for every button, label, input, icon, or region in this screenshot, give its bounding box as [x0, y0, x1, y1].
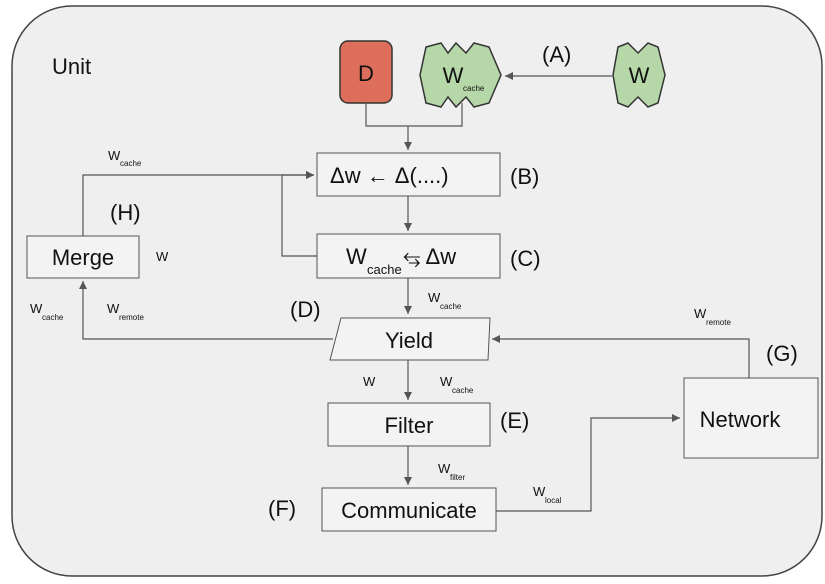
wfilter-label: W [438, 461, 451, 476]
step-label-a: (A) [542, 42, 571, 67]
update-node-w: W [346, 244, 367, 269]
wremote-right-sub: remote [706, 318, 731, 327]
w-external-node-label: W [629, 63, 650, 88]
step-label-d: (D) [290, 297, 321, 322]
wremote-left-label: W [107, 301, 120, 316]
compute-node [316, 152, 501, 197]
step-label-g: (G) [766, 341, 798, 366]
communicate-node [321, 487, 497, 532]
network-node-label: Network [700, 407, 782, 432]
d-node-label: D [358, 61, 374, 86]
wcache-filter-label: W [440, 374, 453, 389]
network-node [683, 377, 819, 459]
wfilter-sub: filter [450, 473, 465, 482]
w-filter-in-label: W [363, 374, 376, 389]
w-cache-node-label: W [443, 63, 464, 88]
yield-node [329, 317, 491, 361]
step-label-b: (B) [510, 164, 539, 189]
merge-node-label: Merge [52, 245, 114, 270]
merge-w-label: W [156, 249, 169, 264]
edge-merge-to-b [82, 171, 314, 236]
unit-title: Unit [52, 54, 91, 79]
step-label-f: (F) [268, 496, 296, 521]
compute-node-label: Δw ← Δ(....) [330, 163, 449, 188]
update-node-rest: ⥃ Δw [403, 244, 456, 269]
edge-d-to-b [365, 103, 463, 127]
wcache-left-sub: cache [42, 313, 64, 322]
edge-communicate-to-network [496, 414, 680, 512]
wremote-left-sub: remote [119, 313, 144, 322]
step-label-c: (C) [510, 246, 541, 271]
edge-network-to-yield [492, 335, 750, 378]
update-node-sub: cache [367, 262, 402, 277]
wlocal-label: W [533, 484, 546, 499]
filter-node [327, 402, 491, 447]
w-cache-node [419, 41, 502, 109]
w-external-node [612, 42, 666, 108]
wcache-left-label: W [30, 301, 43, 316]
communicate-node-label: Communicate [341, 498, 477, 523]
edge-yield-to-merge [79, 281, 333, 340]
wcache-filter-sub: cache [452, 386, 474, 395]
wcache-yield-sub: cache [440, 302, 462, 311]
w-cache-node-sub: cache [463, 84, 485, 93]
wcache-yield-label: W [428, 290, 441, 305]
unit-container [11, 5, 823, 577]
wcache-top-sub: cache [120, 159, 142, 168]
filter-node-label: Filter [385, 413, 434, 438]
yield-node-label: Yield [385, 328, 433, 353]
step-label-e: (E) [500, 408, 529, 433]
wcache-top-label: W [108, 148, 121, 163]
wremote-right-label: W [694, 306, 707, 321]
step-label-h: (H) [110, 200, 141, 225]
wlocal-sub: local [545, 496, 562, 505]
